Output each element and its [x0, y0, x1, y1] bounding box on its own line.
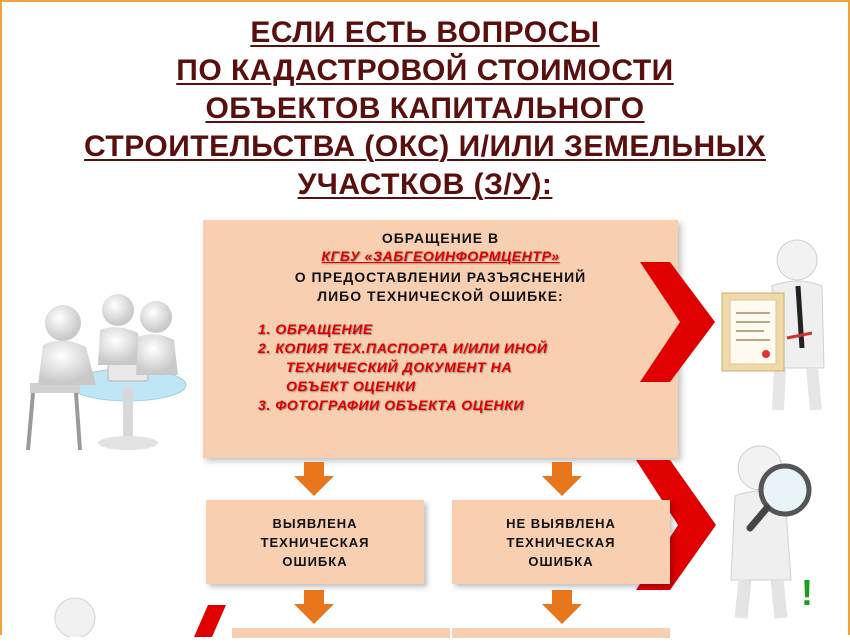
chevron-right-icon [636, 460, 716, 595]
list-item: 2. КОПИЯ ТЕХ.ПАСПОРТА И/ИЛИ ИНОЙ [258, 340, 548, 356]
exclamation-mark: ! [801, 572, 813, 613]
subject-line: ЛИБО ТЕХНИЧЕСКОЙ ОШИБКЕ: [317, 288, 564, 304]
error-found-box: ВЫЯВЛЕНА ТЕХНИЧЕСКАЯ ОШИБКА [206, 500, 424, 584]
title-line: ЕСЛИ ЕСТЬ ВОПРОСЫ [250, 16, 600, 49]
organization-name: КГБУ «ЗАБГЕОИНФОРМЦЕНТР» [321, 248, 560, 264]
list-item: ТЕХНИЧЕСКИЙ ДОКУМЕНТ НА [286, 359, 513, 375]
arrow-down-icon [294, 462, 334, 501]
application-header: ОБРАЩЕНИЕ В [381, 230, 500, 246]
box-line: ТЕХНИЧЕСКАЯ [260, 534, 370, 550]
title-line: СТРОИТЕЛЬСТВА (ОКС) И/ИЛИ ЗЕМЕЛЬНЫХ [84, 130, 766, 163]
error-not-found-box: НЕ ВЫЯВЛЕНА ТЕХНИЧЕСКАЯ ОШИБКА [452, 500, 670, 584]
title-line: ОБЪЕКТОВ КАПИТАЛЬНОГО [205, 92, 645, 125]
next-step-box-left [232, 628, 450, 638]
list-item: 1. ОБРАЩЕНИЕ [258, 321, 373, 337]
list-item: ОБЪЕКТ ОЦЕНКИ [286, 378, 416, 394]
arrow-down-icon [542, 462, 582, 501]
arrow-down-icon [294, 590, 334, 629]
box-line: НЕ ВЫЯВЛЕНА [506, 515, 616, 531]
arrow-down-icon [542, 590, 582, 629]
list-item: 3. ФОТОГРАФИИ ОБЪЕКТА ОЦЕНКИ [258, 397, 525, 413]
documents-list: 1. ОБРАЩЕНИЕ 2. КОПИЯ ТЕХ.ПАСПОРТА И/ИЛИ… [258, 320, 668, 415]
subject-line: О ПРЕДОСТАВЛЕНИИ РАЗЪЯСНЕНИЙ [294, 269, 587, 285]
person-with-document-icon [712, 238, 832, 418]
box-line: ВЫЯВЛЕНА [272, 515, 358, 531]
title-line: УЧАСТКОВ (З/У): [297, 168, 553, 201]
next-step-box-right [452, 628, 670, 638]
slide-title: ЕСЛИ ЕСТЬ ВОПРОСЫ ПО КАДАСТРОВОЙ СТОИМОС… [20, 14, 830, 204]
box-line: ТЕХНИЧЕСКАЯ [506, 534, 616, 550]
chevron-right-icon [194, 605, 234, 642]
box-line: ОШИБКА [282, 553, 348, 569]
meeting-people-icon [8, 285, 198, 465]
chevron-right-icon [640, 262, 715, 387]
person-thinking-icon [45, 592, 105, 642]
title-line: ПО КАДАСТРОВОЙ СТОИМОСТИ [176, 54, 674, 87]
person-with-magnifier-icon [705, 430, 845, 625]
box-line: ОШИБКА [528, 553, 594, 569]
application-box: ОБРАЩЕНИЕ В КГБУ «ЗАБГЕОИНФОРМЦЕНТР» О П… [203, 220, 678, 458]
